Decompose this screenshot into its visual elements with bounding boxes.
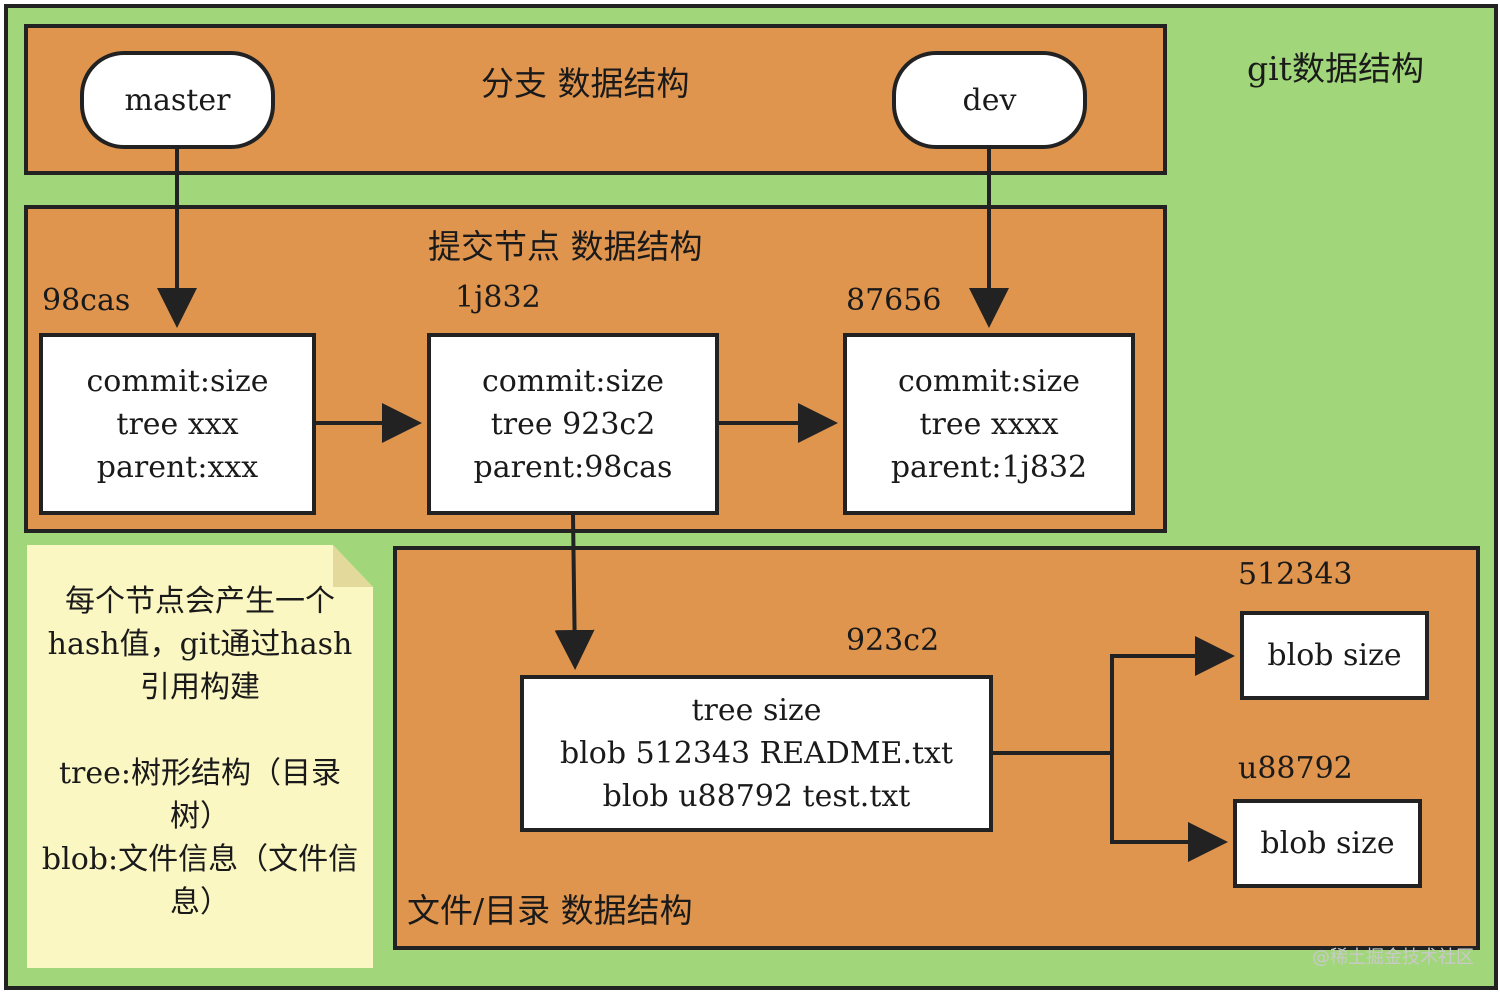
commit-hash-label: 87656 bbox=[846, 283, 942, 318]
commit-hash-label: 1j832 bbox=[455, 280, 541, 315]
branch-panel-title: 分支 数据结构 bbox=[481, 64, 690, 103]
note-line: 每个节点会产生一个hash值，git通过hash引用构建 bbox=[47, 584, 353, 705]
commit-hash-label: 98cas bbox=[42, 283, 131, 318]
edge-tree-to-blob bbox=[993, 636, 1235, 755]
commit-panel-title: 提交节点 数据结构 bbox=[428, 227, 703, 266]
sticky-note bbox=[27, 545, 373, 968]
tree-hash-label: 923c2 bbox=[846, 623, 940, 658]
commit-node: commit:size tree 923c2 parent:98cas bbox=[427, 333, 719, 515]
commit-node: commit:size tree xxx parent:xxx bbox=[39, 333, 316, 515]
commit-line: parent:98cas bbox=[473, 449, 673, 485]
branch-master: master bbox=[80, 51, 275, 149]
commit-node: commit:size tree xxxx parent:1j832 bbox=[843, 333, 1135, 515]
blob-label: blob size bbox=[1260, 826, 1395, 861]
diagram-title: git数据结构 bbox=[1247, 49, 1424, 88]
blob-hash-label: u88792 bbox=[1238, 751, 1353, 786]
commit-line: parent:1j832 bbox=[890, 449, 1088, 485]
commit-line: parent:xxx bbox=[96, 449, 259, 485]
edge-commit-to-tree bbox=[554, 514, 595, 670]
tree-line: blob 512343 README.txt bbox=[559, 736, 954, 771]
branch-dev: dev bbox=[892, 51, 1087, 149]
note-line: blob:文件信息（文件信息） bbox=[41, 842, 359, 920]
edge-tree-to-blob bbox=[1110, 753, 1228, 862]
tree-line: blob u88792 test.txt bbox=[602, 779, 911, 814]
note-line: tree:树形结构（目录树） bbox=[58, 756, 341, 834]
tree-node: tree size blob 512343 README.txt blob u8… bbox=[520, 675, 993, 832]
watermark: @稀土掘金技术社区 bbox=[1312, 947, 1474, 968]
tree-line: tree size bbox=[691, 693, 822, 728]
commit-line: tree xxx bbox=[116, 406, 239, 442]
commit-line: tree 923c2 bbox=[490, 406, 656, 442]
blob-hash-label: 512343 bbox=[1238, 557, 1353, 592]
blob-node: blob size bbox=[1233, 799, 1422, 888]
note-text: 每个节点会产生一个hash值，git通过hash引用构建 tree:树形结构（目… bbox=[40, 580, 360, 924]
blob-node: blob size bbox=[1240, 611, 1429, 700]
blob-label: blob size bbox=[1267, 638, 1402, 673]
note-fold-corner bbox=[333, 545, 373, 587]
commit-line: commit:size bbox=[897, 363, 1081, 399]
commit-line: tree xxxx bbox=[919, 406, 1059, 442]
file-panel-title: 文件/目录 数据结构 bbox=[407, 891, 693, 930]
commit-line: commit:size bbox=[481, 363, 665, 399]
commit-line: commit:size bbox=[86, 363, 269, 399]
